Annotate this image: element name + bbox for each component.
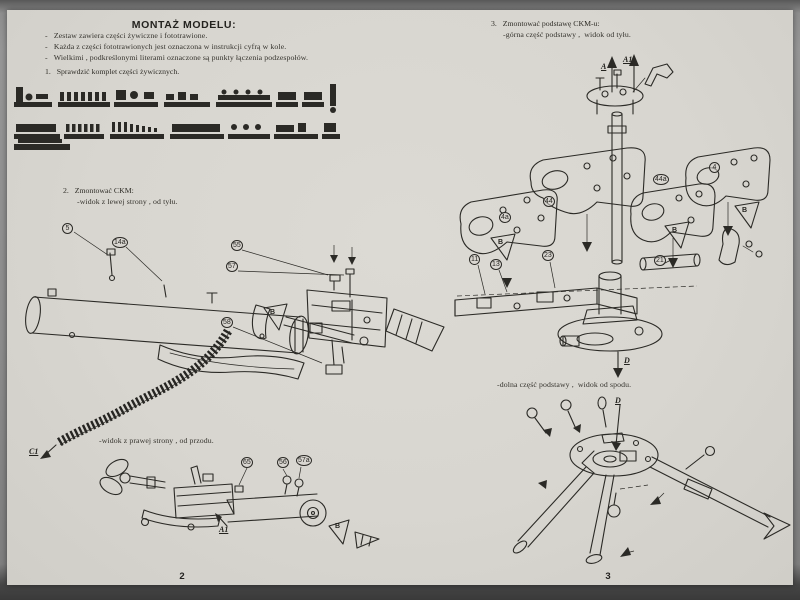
joint-triangle-letter-b3: B — [498, 239, 504, 246]
page-number-3: 3 — [605, 571, 611, 582]
joint-triangle-letter-b: B — [270, 309, 276, 316]
part-callout-57: 57 — [226, 261, 238, 272]
step-3-view-caption-b: -dolna część podstawy , widok od spodu. — [497, 380, 632, 389]
part-callout-57a: 57a — [296, 455, 312, 466]
part-callout-11: 11 — [469, 254, 481, 265]
assembly-arrows — [502, 54, 733, 378]
assembly-title: MONTAŻ MODELU: — [131, 19, 237, 31]
joint-triangle-letter-b4: B — [672, 227, 678, 234]
joint-label-a1: A1 — [219, 525, 229, 534]
part-callout-65: 65 — [241, 457, 253, 468]
part-callout-4a: 4a — [499, 212, 511, 223]
step-2-view-caption: -widok z lewej strony , od tyłu. — [77, 197, 178, 206]
part-callout-44: 44 — [543, 196, 555, 207]
page-number-2: 2 — [179, 571, 185, 582]
part-callout-55: 55 — [231, 240, 243, 251]
step-2-label: 2. Zmontować CKM: — [63, 186, 134, 195]
intro-bullet-3: - Wielkimi , podkreślonymi literami ozna… — [45, 53, 309, 62]
part-callout-56: 56 — [277, 457, 289, 468]
step-2-view-caption-b: -widok z prawej strony , od przodu. — [99, 436, 214, 445]
assembly-arrow — [330, 255, 356, 265]
mount-upper-diagram — [454, 54, 771, 378]
joint-label-d-tripod: D — [615, 396, 621, 405]
part-callout-44a: 44a — [653, 174, 669, 185]
part-callout-5: 5 — [62, 223, 73, 234]
joint-label-d: D — [624, 356, 630, 365]
joint-triangle-letter-b2: B — [335, 523, 341, 530]
part-callout-21: 21 — [654, 255, 666, 266]
joint-label-a1-mount: A1 — [623, 55, 633, 64]
part-callout-13: 13 — [490, 259, 502, 270]
gun-left-view-diagram — [25, 231, 445, 459]
part-callout-14a: 14a — [112, 237, 128, 248]
step-3-view-caption: -górna część podstawy , widok od tyłu. — [503, 30, 631, 39]
joint-label-c1: C1 — [29, 447, 39, 456]
tripod-lower-diagram — [512, 396, 791, 564]
ammo-belt — [40, 328, 232, 459]
part-callout-4: 4 — [709, 162, 720, 173]
part-callout-58: 58 — [221, 317, 233, 328]
intro-bullet-2: - Każda z części fototrawionych jest ozn… — [45, 42, 287, 51]
joint-triangle-letter-b5: B — [742, 207, 748, 214]
step-1-label: 1. Sprawdzić komplet części żywicznych. — [45, 67, 180, 76]
resin-parts-strip-diagram — [14, 84, 340, 150]
part-callout-23: 23 — [542, 250, 554, 261]
joint-label-a: A — [601, 62, 607, 71]
gun-right-view-diagram — [99, 458, 380, 549]
step-3-label: 3. Zmontować podstawę CKM-u: — [491, 19, 600, 28]
assembly-arrows-tripod — [538, 424, 661, 557]
intro-bullet-1: - Zestaw zawiera części żywiczne i fotot… — [45, 31, 208, 40]
instruction-sheet-paper: MONTAŻ MODELU: - Zestaw zawiera części ż… — [7, 10, 793, 585]
